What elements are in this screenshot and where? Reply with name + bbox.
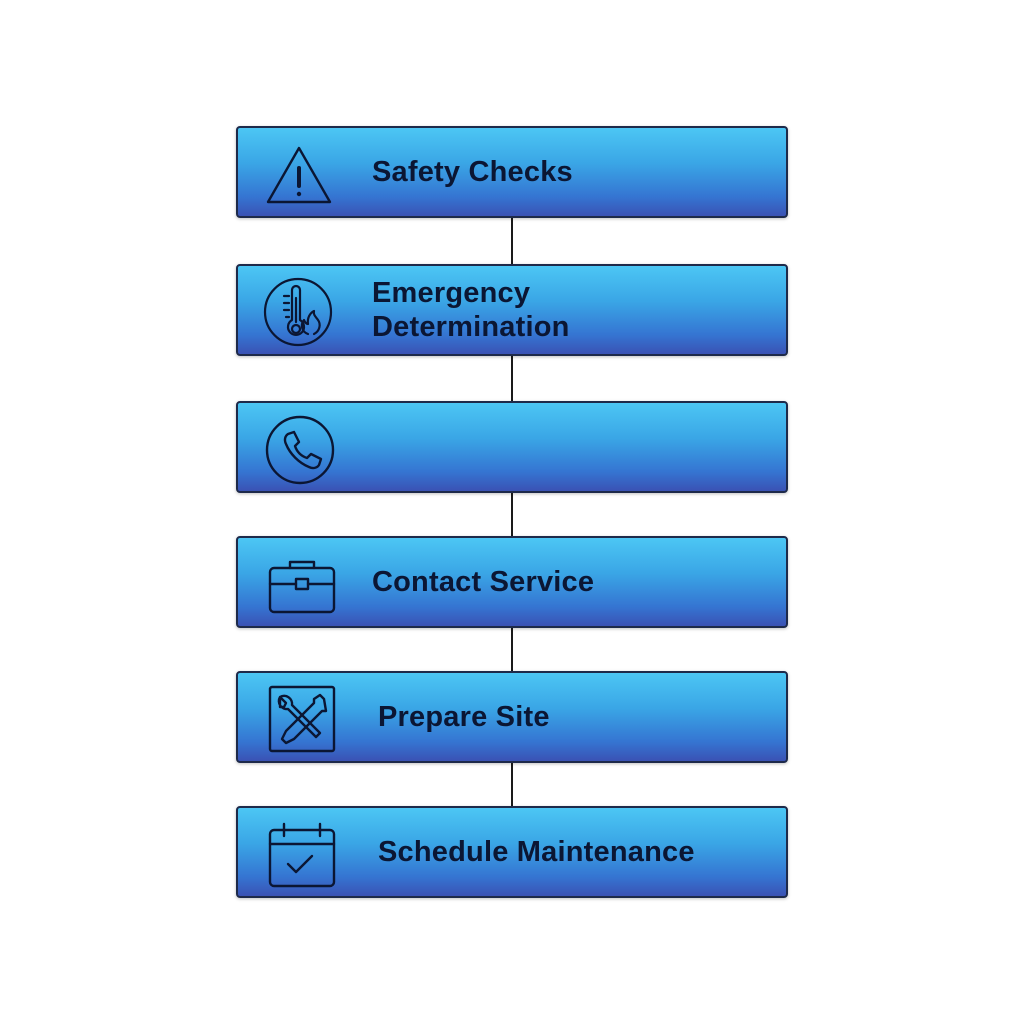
step-label: Contact Service	[372, 566, 595, 598]
phone-icon	[262, 413, 336, 485]
step-safety-checks[interactable]: Safety Checks	[236, 126, 788, 218]
thermometer-fire-icon	[262, 276, 336, 348]
connector-line	[511, 356, 513, 402]
step-contact-service[interactable]: Contact Service	[236, 536, 788, 628]
warning-triangle-icon	[262, 138, 336, 210]
connector-line	[511, 762, 513, 806]
step-emergency-determination[interactable]: Emergency Determination	[236, 264, 788, 356]
toolbox-icon	[262, 548, 336, 620]
connector-line	[511, 218, 513, 264]
connector-line	[511, 492, 513, 537]
step-label: Emergency Determination	[372, 277, 570, 343]
connector-line	[511, 627, 513, 672]
step-prepare-site[interactable]: Prepare Site	[236, 671, 788, 763]
step-phone[interactable]	[236, 401, 788, 493]
step-label: Prepare Site	[378, 701, 550, 733]
step-label: Safety Checks	[372, 156, 573, 188]
step-label: Schedule Maintenance	[378, 836, 695, 868]
wrench-screwdriver-icon	[262, 683, 336, 755]
step-schedule-maintenance[interactable]: Schedule Maintenance	[236, 806, 788, 898]
calendar-check-icon	[262, 818, 336, 890]
